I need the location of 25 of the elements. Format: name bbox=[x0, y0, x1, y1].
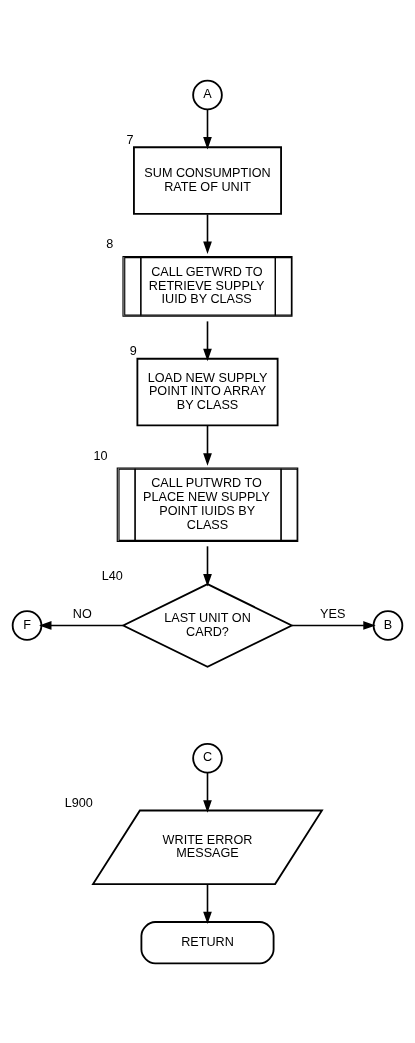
node-circle: A bbox=[192, 79, 223, 110]
node-circle: F bbox=[11, 609, 43, 641]
arrow bbox=[39, 620, 124, 630]
arrow bbox=[203, 108, 212, 149]
node-circle: B bbox=[372, 609, 404, 641]
arrow bbox=[203, 320, 212, 361]
node-label: 7 bbox=[126, 132, 134, 147]
arrow bbox=[203, 771, 212, 813]
node-label: L900 bbox=[64, 795, 93, 810]
edge-label: NO bbox=[72, 606, 92, 621]
arrow bbox=[203, 213, 212, 254]
node-box: RETURN bbox=[140, 920, 275, 964]
arrow bbox=[203, 424, 212, 466]
node-box: SUM CONSUMPTION RATE OF UNIT bbox=[133, 145, 282, 215]
arrow bbox=[291, 620, 376, 630]
node-label: 10 bbox=[93, 448, 108, 463]
edge-label: YES bbox=[320, 606, 346, 621]
arrow bbox=[203, 545, 212, 586]
node-label: L40 bbox=[101, 568, 123, 583]
node-diamond: LAST UNIT ON CARD? bbox=[121, 582, 294, 668]
node-label: 8 bbox=[106, 236, 114, 251]
arrow bbox=[203, 882, 212, 924]
node-circle: C bbox=[192, 742, 223, 773]
node-label: 9 bbox=[129, 343, 137, 358]
node-box: LOAD NEW SUPPLY POINT INTO ARRAY BY CLASS bbox=[136, 357, 279, 426]
